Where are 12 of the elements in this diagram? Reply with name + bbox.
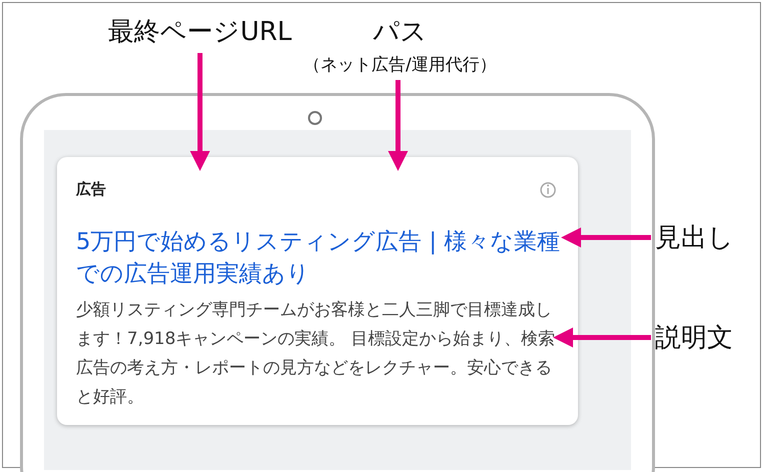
ad-headline: 5万円で始めるリスティング広告 | 様々な業種での広告運用実績あり (76, 228, 562, 289)
callout-note: （ネット広告/運用代行） (302, 54, 498, 76)
arrow (553, 328, 651, 348)
arrow (561, 228, 651, 248)
callout-label: パス (372, 16, 428, 49)
callout-label: 見出し (655, 222, 735, 255)
ad-description: 少額リスティング専門チームがお客様と二人三脚で目標達成します！7,918キャンペーンの実績。 目標設定から始まり、検索広告の考え方・レポートの見方などをレクチャー。安心できると好評。 (76, 299, 556, 409)
arrow (388, 80, 408, 171)
arrow (190, 53, 210, 171)
callout-label: 説明文 (655, 322, 734, 355)
callout-label: 最終ページURL (107, 16, 293, 49)
ad-tag: 広告 (76, 180, 106, 199)
